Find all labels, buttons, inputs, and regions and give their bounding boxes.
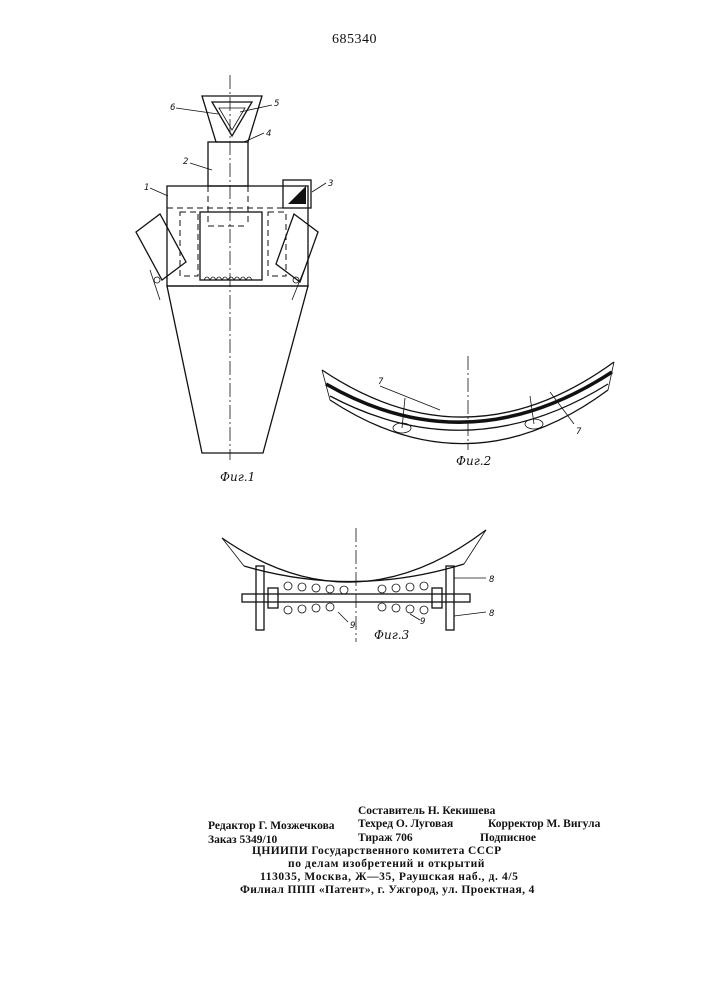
circulation: Тираж 706 (358, 832, 413, 844)
org-line-1: ЦНИИПИ Государственного комитета СССР (252, 845, 502, 857)
callout-3: 3 (328, 179, 333, 189)
techred: Техред О. Луговая (358, 818, 453, 830)
subscription: Подписное (480, 832, 536, 844)
callout-7a: 7 (378, 377, 384, 387)
callout-1: 1 (144, 183, 149, 193)
callout-7b: 7 (576, 427, 582, 437)
corrector: Корректор М. Вигула (488, 818, 600, 830)
figure-2-label: Фиг.2 (456, 454, 491, 468)
callout-5: 5 (274, 99, 279, 109)
compiler: Составитель Н. Кекишева (358, 805, 495, 817)
callout-4: 4 (266, 129, 271, 139)
callout-6: 6 (170, 103, 176, 113)
org-line-2: по делам изобретений и открытий (288, 858, 485, 870)
callout-9b: 9 (420, 617, 425, 627)
address: 113035, Москва, Ж—35, Раушская наб., д. … (260, 871, 519, 883)
callout-8b: 8 (489, 609, 495, 619)
callout-2: 2 (183, 157, 188, 167)
callout-8a: 8 (489, 575, 495, 585)
callout-9a: 9 (350, 621, 355, 631)
figure-1-label: Фиг.1 (220, 470, 255, 484)
figure-3-label: Фиг.3 (374, 628, 409, 642)
editor: Редактор Г. Мозжечкова (208, 820, 335, 832)
branch: Филиал ППП «Патент», г. Ужгород, ул. Про… (240, 884, 535, 896)
